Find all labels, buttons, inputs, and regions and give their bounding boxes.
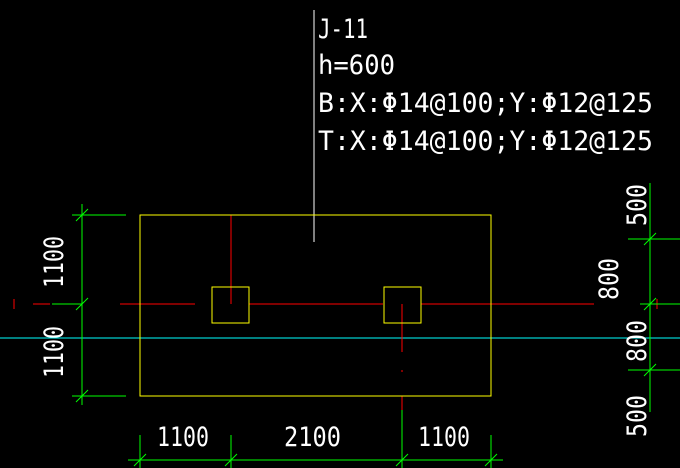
bottom-rebar-spec: B:X:Φ14@100;Y:Φ12@125 bbox=[318, 88, 653, 119]
right-dimension-lines bbox=[628, 183, 680, 412]
right-dim-1: 500 bbox=[622, 184, 653, 226]
bottom-dim-2: 2100 bbox=[284, 422, 341, 453]
column-left bbox=[211, 286, 250, 324]
right-dim-3: 800 bbox=[622, 320, 653, 362]
bottom-dimension-lines bbox=[128, 410, 503, 468]
left-dim-1: 1100 bbox=[39, 236, 70, 288]
column-axis-lines bbox=[33, 215, 594, 416]
left-dim-2: 1100 bbox=[39, 326, 70, 378]
right-dim-2: 800 bbox=[594, 258, 625, 300]
bottom-dim-3: 1100 bbox=[418, 422, 470, 453]
right-dim-4: 500 bbox=[622, 395, 653, 437]
footing-height: h=600 bbox=[318, 50, 395, 81]
left-dimension-lines bbox=[52, 204, 126, 405]
top-rebar-spec: T:X:Φ14@100;Y:Φ12@125 bbox=[318, 126, 653, 157]
column-right bbox=[383, 286, 422, 324]
footing-outline bbox=[139, 214, 492, 397]
footing-name: J-11 bbox=[318, 14, 368, 45]
bottom-dim-1: 1100 bbox=[157, 422, 209, 453]
